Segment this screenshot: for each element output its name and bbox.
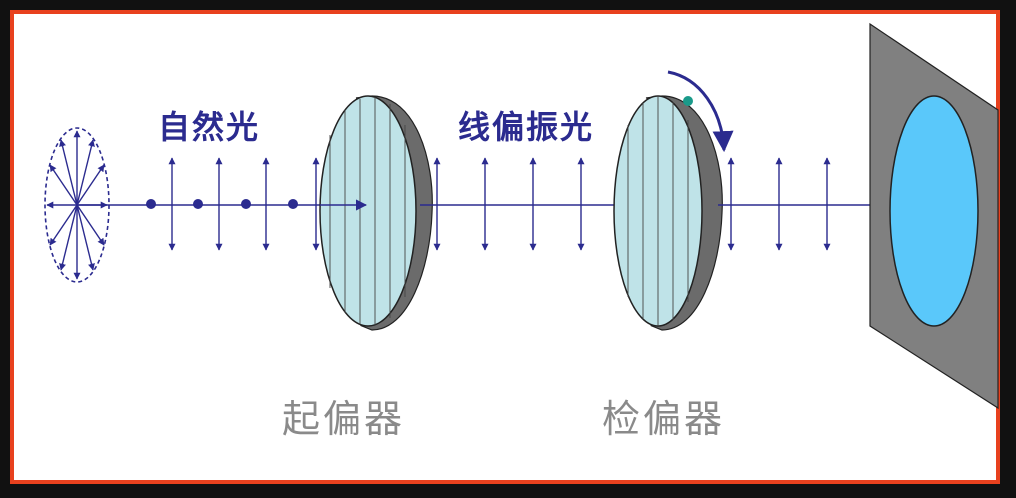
linear-polarized-light-label: 线偏振光 [458, 108, 595, 146]
natural-light-source [44, 127, 110, 283]
natural-light-arrows [168, 157, 320, 251]
natural-light-label: 自然光 [158, 108, 261, 146]
rotation-arrow [667, 70, 734, 153]
output-light-arrows [727, 157, 878, 251]
polarizer-plate [319, 95, 433, 331]
analyzer-label: 检偏器 [602, 397, 726, 441]
polarizer-label: 起偏器 [282, 397, 406, 441]
natural-light-vibrations [146, 199, 298, 209]
rotation-marker-dot [683, 96, 693, 106]
linear-light-arrows [433, 157, 585, 251]
analyzer-plate [613, 95, 723, 331]
observation-screen [869, 22, 999, 410]
